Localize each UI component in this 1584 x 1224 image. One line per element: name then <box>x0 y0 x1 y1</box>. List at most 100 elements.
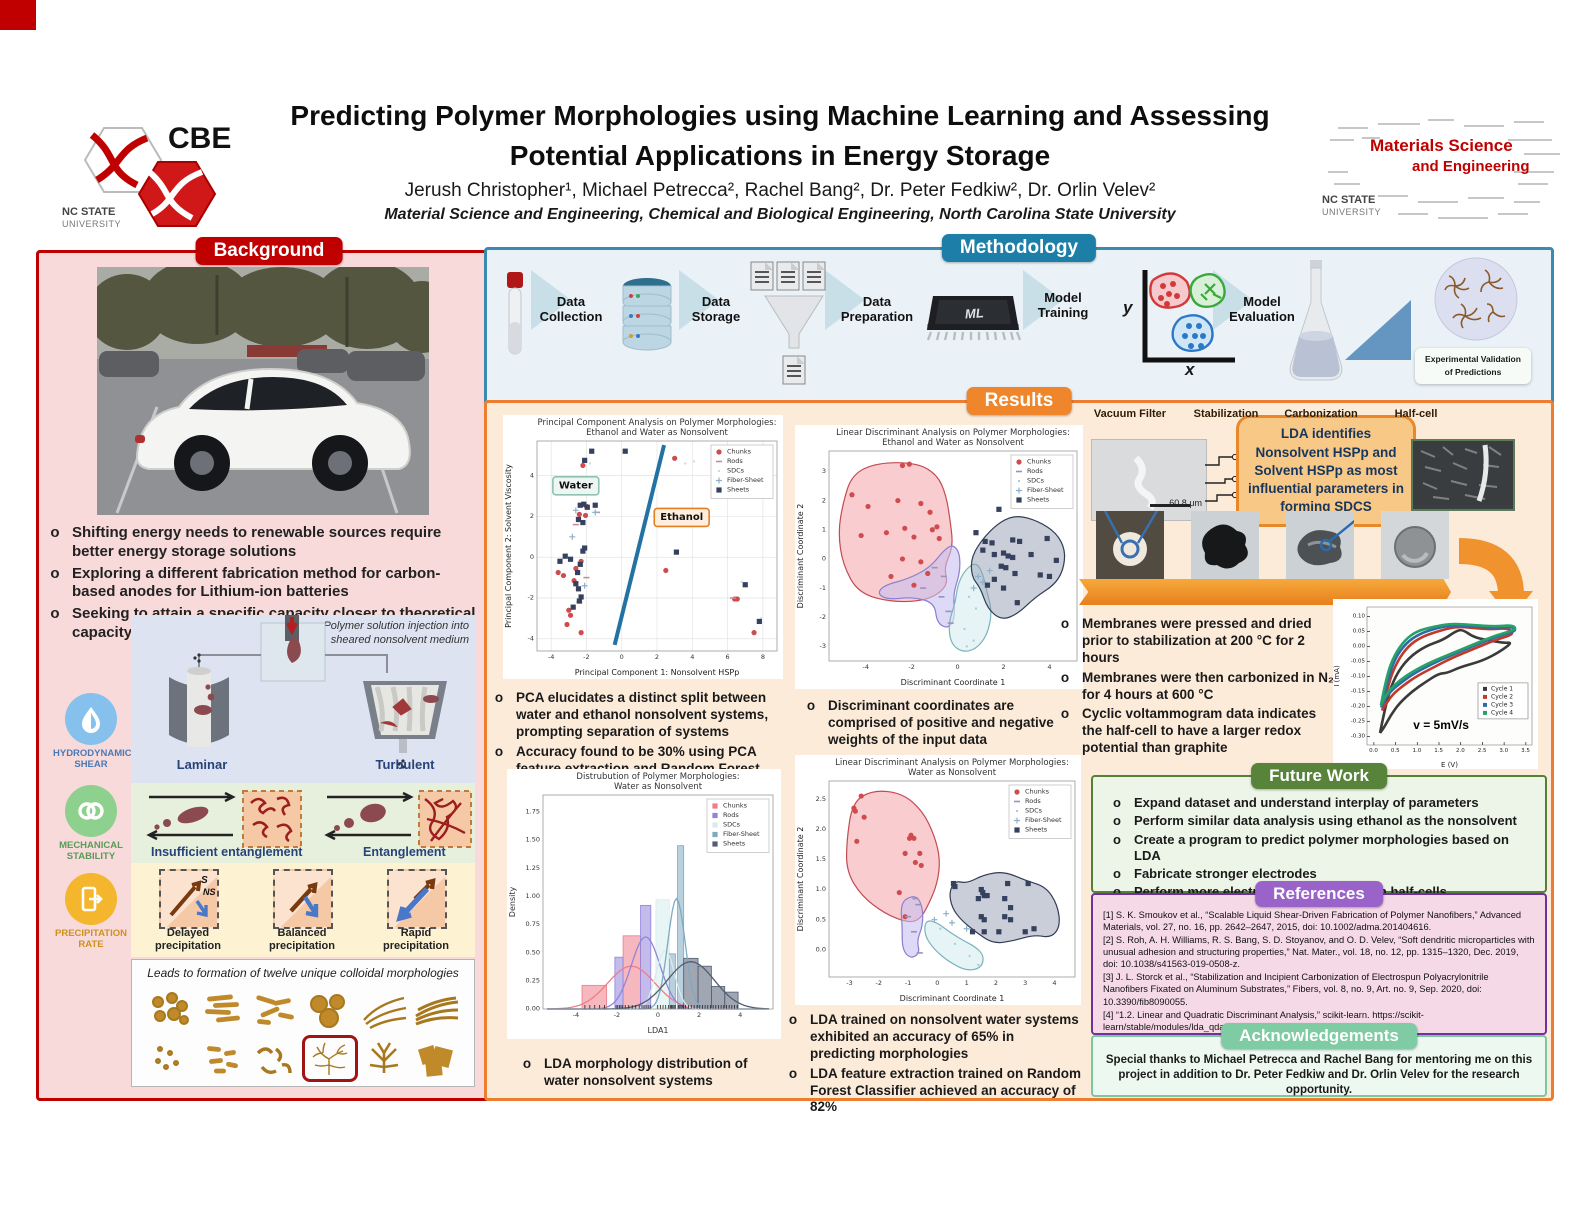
poster-title-line2: Potential Applications in Energy Storage <box>509 140 1051 171</box>
precipitation-rate-group: PRECIPITATION RATE <box>53 873 129 951</box>
fibers-morphology-icon <box>360 986 410 1033</box>
lda-bullet: Discriminant coordinates are comprised o… <box>828 698 1054 747</box>
flow-arrow-4 <box>1023 270 1063 330</box>
cbe-logo-graphic: CBE <box>83 122 231 227</box>
database-icon <box>622 278 672 351</box>
acknowledgements-panel: Acknowledgements Special thanks to Micha… <box>1091 1023 1547 1097</box>
lda-both-chart <box>795 425 1083 689</box>
delayed-precipitation-label: Delayed precipitation <box>154 927 221 953</box>
documents-funnel-icon <box>750 261 826 385</box>
morphologies-caption: Leads to formation of twelve unique coll… <box>147 966 459 980</box>
delayed-precipitation-box: S NS <box>159 869 219 929</box>
shear-row: Polymer solution injection into sheared … <box>131 615 475 783</box>
mse-school-2: UNIVERSITY <box>1322 206 1382 217</box>
precipitation-rate-label: PRECIPITATION RATE <box>55 928 127 951</box>
fiber-bundle-morphology-icon <box>412 986 462 1033</box>
turbulent-label: Turbulent <box>375 757 435 772</box>
dendrite-morphology-icon <box>302 1035 358 1082</box>
affiliation: Material Science and Engineering, Chemic… <box>384 206 1176 223</box>
corner-accent <box>0 0 36 30</box>
mse-line2: and Engineering <box>1412 158 1530 175</box>
short-rods-morphology-icon <box>198 1035 248 1082</box>
distribution-chart <box>507 769 781 1039</box>
precipitation-icon <box>65 873 117 925</box>
balanced-precipitation-box <box>273 869 333 929</box>
cbe-school-2: UNIVERSITY <box>62 218 122 229</box>
mse-school: NC STATE <box>1322 194 1376 206</box>
branched-morphology-icon <box>360 1035 410 1082</box>
y-axis-label: y <box>1123 298 1133 317</box>
distribution-bullet: LDA morphology distribution of water non… <box>544 1056 748 1088</box>
banner-half-cell: Half-cell <box>1394 408 1438 420</box>
validation-note: Experimental Validation of Predictions <box>1415 348 1531 384</box>
car-body <box>135 367 411 491</box>
references-list: [1] S. K. Smoukov et al., “Scalable Liqu… <box>1103 909 1535 1034</box>
poster-title-line1: Predicting Polymer Morphologies using Ma… <box>290 100 1270 131</box>
rod-stack-morphology-icon <box>198 986 248 1033</box>
step-model-evaluation: Model Evaluation <box>1229 294 1295 324</box>
spheres-morphology-icon <box>146 986 196 1033</box>
flow-arrow-3 <box>825 270 865 330</box>
hydrodynamic-shear-group: HYDRODYNAMIC SHEAR <box>53 693 132 771</box>
methodology-panel: Methodology Data Collection Data Storage <box>484 234 1554 406</box>
vial-icon <box>507 272 523 355</box>
wordcloud-graphic <box>1328 119 1560 219</box>
references-panel: References [1] S. K. Smoukov et al., “Sc… <box>1091 881 1547 1035</box>
morphologies-row: Leads to formation of twelve unique coll… <box>131 959 475 1087</box>
balanced-precipitation-label: Balanced precipitation <box>268 927 335 953</box>
mechanical-stability-label: MECHANICAL STABILITY <box>59 840 123 863</box>
carbonization-photo <box>1286 496 1385 579</box>
rapid-precipitation-label: Rapid precipitation <box>382 927 449 953</box>
background-heading: Background <box>195 237 343 265</box>
step-model-training: Model Training <box>1037 290 1089 320</box>
insufficient-entanglement-label: Insufficient entanglement <box>151 845 303 859</box>
poster-header: Predicting Polymer Morphologies using Ma… <box>290 96 1270 224</box>
micrograph-image: 60.8 μm <box>1091 439 1207 521</box>
car-photo <box>87 260 457 515</box>
methodology-heading: Methodology <box>941 234 1097 262</box>
scale-bar-label: 60.8 μm <box>1169 498 1202 508</box>
cbe-logo: CBE NC STATE UNIVERSITY <box>62 110 247 235</box>
laminar-label: Laminar <box>176 757 228 772</box>
vacuum-filter-photo <box>1096 508 1164 579</box>
fabrication-diagram: HYDRODYNAMIC SHEAR MECHANICAL STABILITY … <box>53 615 475 1087</box>
banner-stabilization: Stabilization <box>1193 408 1259 420</box>
x-axis-label: x <box>1185 360 1195 379</box>
half-cell-photo <box>1381 511 1449 579</box>
references-heading: References <box>1255 881 1383 907</box>
ns-annotation: NS <box>203 887 216 897</box>
stabilization-photo <box>1191 511 1259 579</box>
mse-line1: Materials Science <box>1370 136 1513 155</box>
chunks-morphology-icon <box>302 986 358 1033</box>
hydrodynamic-shear-label: HYDRODYNAMIC SHEAR <box>53 748 132 771</box>
mechanical-stability-group: MECHANICAL STABILITY <box>53 785 129 863</box>
morphology-grid <box>146 986 462 1082</box>
acknowledgements-heading: Acknowledgements <box>1221 1023 1417 1049</box>
nanofiber-result-icon <box>1434 257 1518 341</box>
ml-chip-icon: ML <box>926 296 1021 341</box>
background-panel: Background <box>36 237 490 1101</box>
future-work-heading: Future Work <box>1251 763 1387 789</box>
banner-carbonization: Carbonization <box>1284 408 1358 420</box>
authors: Jerush Christopher¹, Michael Petrecca², … <box>404 180 1156 201</box>
entanglement-graphic <box>146 790 472 848</box>
sheets-morphology-icon <box>412 1035 462 1082</box>
small-dots-morphology-icon <box>146 1035 196 1082</box>
chip-label: ML <box>964 305 984 321</box>
results-heading: Results <box>966 387 1072 415</box>
precipitation-row: S NS Delayed precipitation <box>131 863 475 957</box>
training-scatter-icon: y x <box>1123 264 1243 379</box>
rod-pile-morphology-icon <box>250 986 300 1033</box>
